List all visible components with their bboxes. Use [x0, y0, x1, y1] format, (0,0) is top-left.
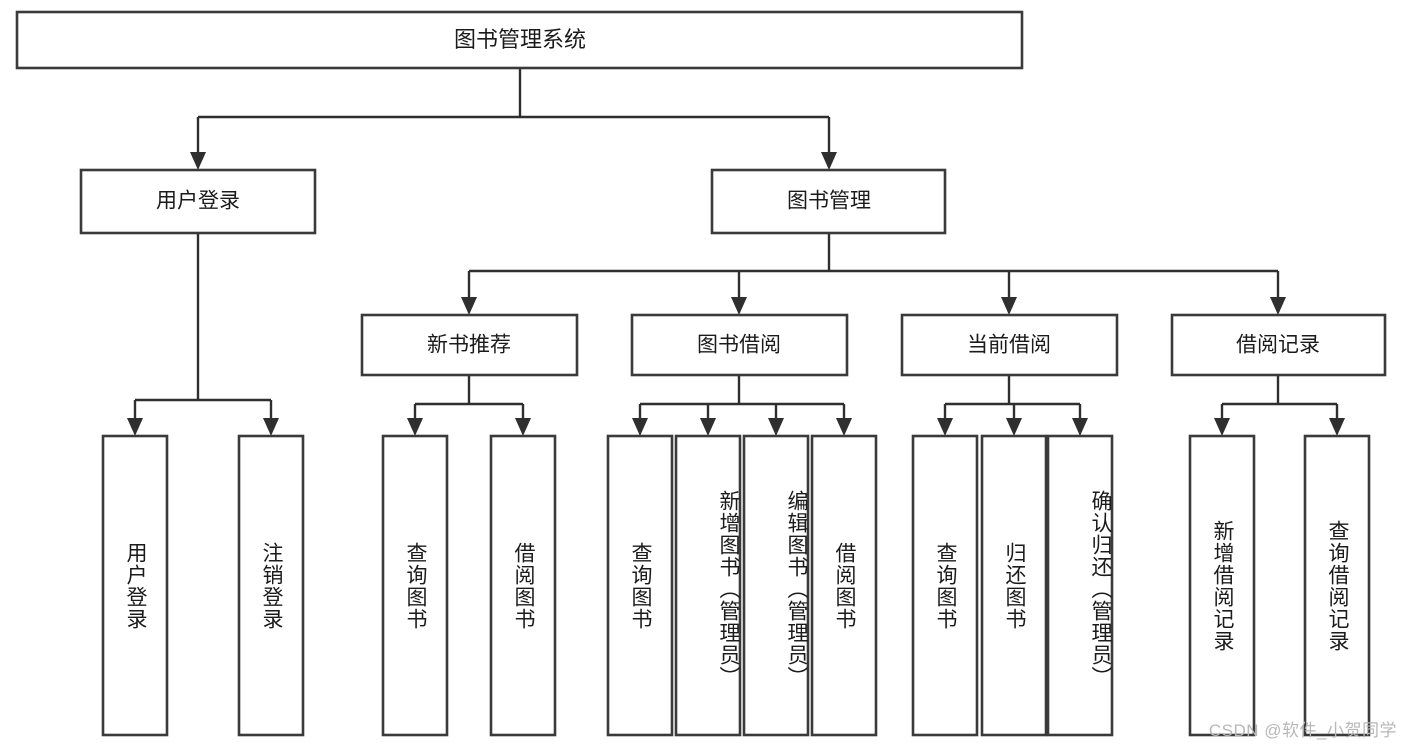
leaf-logout-login-box[interactable]	[237, 434, 305, 737]
node-user-login-label: 用户登录	[156, 190, 240, 213]
node-current-borrow[interactable]: 当前借阅	[900, 313, 1119, 377]
node-current-borrow-label: 当前借阅	[967, 334, 1051, 357]
arrow-leaf-return-book	[1006, 418, 1022, 436]
node-user-login[interactable]: 用户登录	[79, 168, 317, 235]
arrow-leaf-query-book-3	[937, 418, 953, 436]
leaf-return-book-box[interactable]	[980, 434, 1048, 737]
node-new-book-recommend[interactable]: 新书推荐	[360, 313, 579, 377]
node-root-box[interactable]	[15, 10, 1024, 70]
leaf-borrow-book-2-box[interactable]	[810, 434, 878, 737]
node-new-book-recommend-label: 新书推荐	[427, 334, 511, 357]
node-root-label: 图书管理系统	[454, 27, 586, 52]
leaf-add-record-box[interactable]	[1188, 434, 1256, 737]
leaf-edit-book-box[interactable]	[742, 434, 810, 737]
node-book-manage[interactable]: 图书管理	[710, 168, 947, 235]
node-book-borrow[interactable]: 图书借阅	[630, 313, 849, 377]
node-borrow-record[interactable]: 借阅记录	[1170, 313, 1387, 377]
leaf-query-record-box[interactable]	[1303, 434, 1371, 737]
arrow-book-manage	[821, 152, 837, 170]
arrow-leaf-add-record	[1214, 418, 1230, 436]
leaf-box-layer	[101, 434, 1371, 737]
arrow-leaf-query-record	[1329, 418, 1345, 436]
leaf-user-login-box[interactable]	[101, 434, 169, 737]
node-book-manage-label: 图书管理	[787, 190, 871, 213]
arrow-book-borrow	[731, 297, 747, 315]
node-current-borrow-box[interactable]	[900, 313, 1119, 377]
leaf-query-book-3-box[interactable]	[911, 434, 979, 737]
node-book-borrow-box[interactable]	[630, 313, 849, 377]
node-user-login-box[interactable]	[79, 168, 317, 235]
leaf-query-book-2-box[interactable]	[606, 434, 674, 737]
arrow-leaf-add-book	[700, 418, 716, 436]
leaf-query-book-1-box[interactable]	[381, 434, 449, 737]
leaf-add-book-box[interactable]	[674, 434, 742, 737]
arrow-leaf-edit-book	[768, 418, 784, 436]
arrow-leaf-query-book-1	[407, 418, 423, 436]
arrow-current-borrow	[1001, 297, 1017, 315]
arrow-user-login	[190, 152, 206, 170]
arrow-leaf-confirm-return	[1072, 418, 1088, 436]
node-new-book-recommend-box[interactable]	[360, 313, 579, 377]
node-book-manage-box[interactable]	[710, 168, 947, 235]
leaf-borrow-book-1-box[interactable]	[489, 434, 557, 737]
arrow-leaf-borrow-book-1	[515, 418, 531, 436]
arrow-leaf-query-book-2	[632, 418, 648, 436]
arrow-new-book-recommend	[461, 297, 477, 315]
arrow-leaf-user-login	[127, 418, 143, 436]
csdn-watermark: CSDN @软件_小贺同学	[1208, 721, 1397, 740]
node-root[interactable]: 图书管理系统	[15, 10, 1024, 70]
arrow-leaf-logout-login	[263, 418, 279, 436]
node-borrow-record-box[interactable]	[1170, 313, 1387, 377]
arrow-borrow-record	[1270, 297, 1286, 315]
leaf-confirm-return-box[interactable]	[1046, 434, 1114, 737]
node-borrow-record-label: 借阅记录	[1236, 334, 1320, 357]
node-book-borrow-label: 图书借阅	[697, 334, 781, 357]
arrow-leaf-borrow-book-2	[836, 418, 852, 436]
connector-layer	[127, 68, 1345, 436]
